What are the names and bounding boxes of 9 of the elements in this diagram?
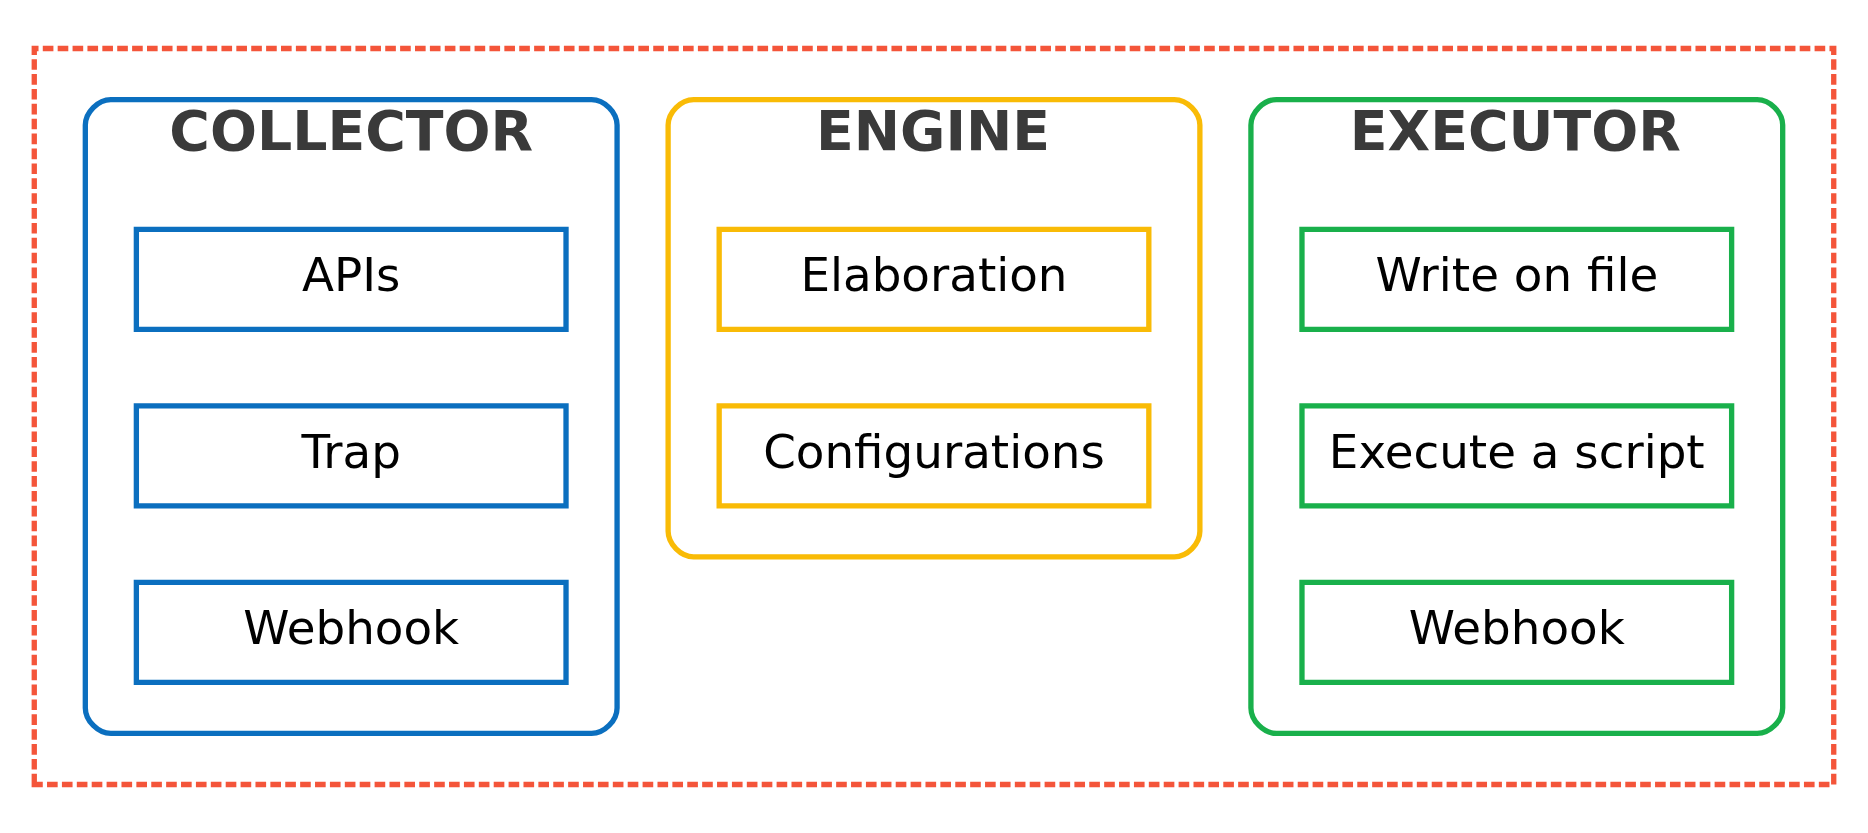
node-box: Webhook xyxy=(133,579,569,686)
node-box: Elaboration xyxy=(716,226,1152,332)
node-box: Configurations xyxy=(716,403,1152,509)
node-box: APIs xyxy=(133,226,569,332)
node-box: Execute a script xyxy=(1299,403,1735,509)
node-box: Webhook xyxy=(1299,579,1735,686)
cluster xyxy=(31,45,1837,788)
node-box: Write on file xyxy=(1299,226,1735,332)
node-box: Trap xyxy=(133,403,569,509)
